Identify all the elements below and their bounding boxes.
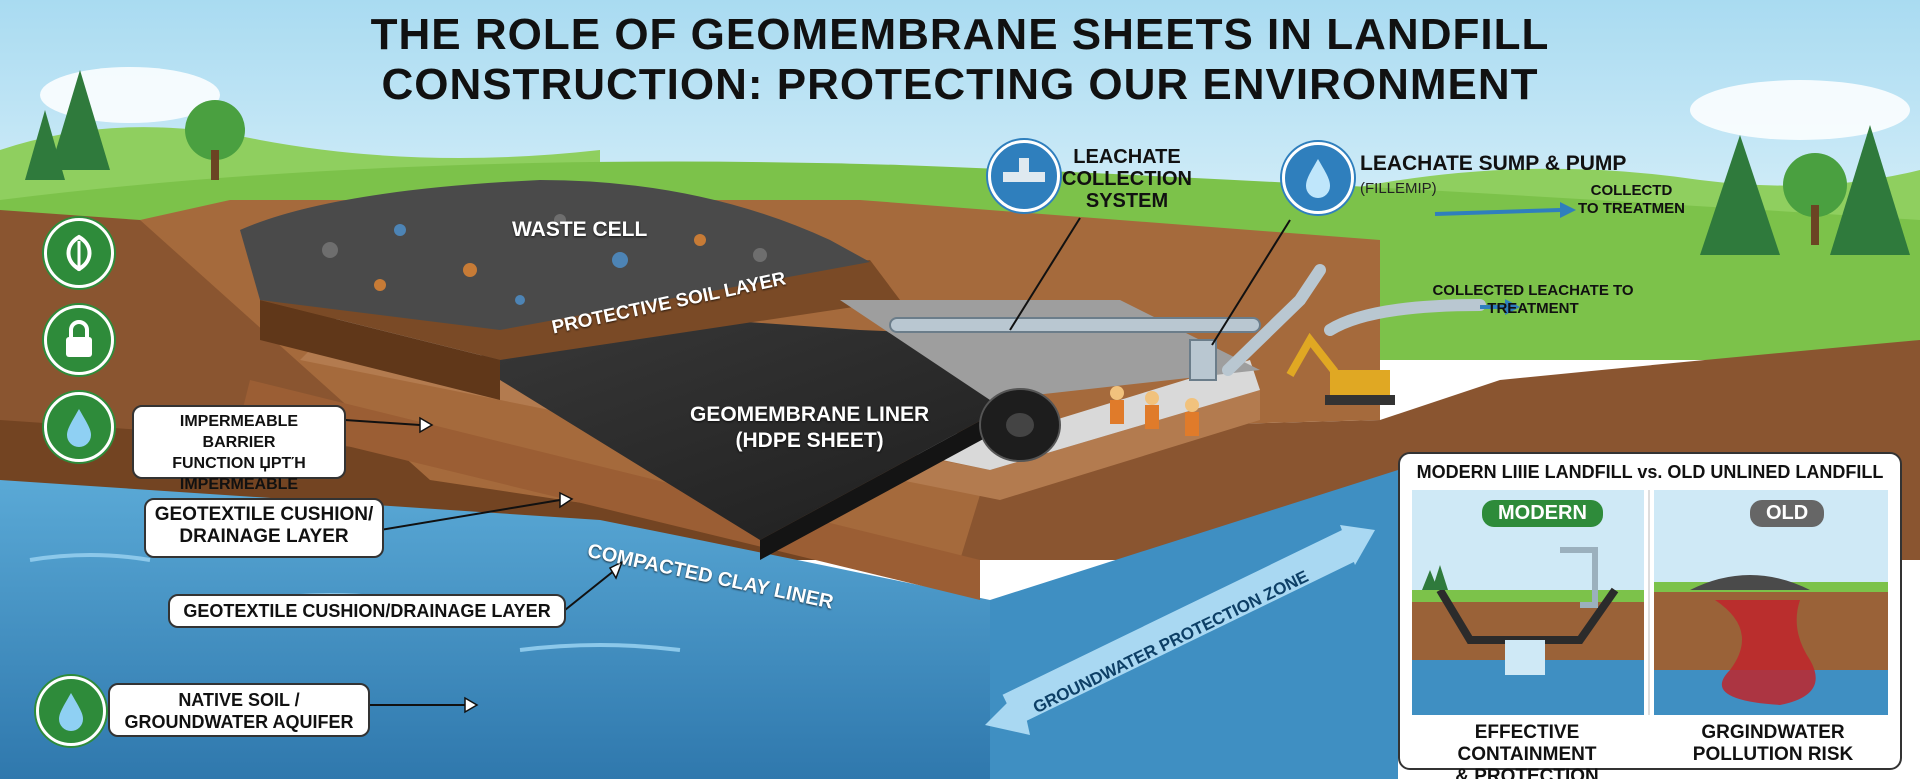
water-drop-icon [44,392,114,462]
flow-arrow-mid-head [1505,299,1520,315]
geotextile-callout-1: GEOTEXTILE CUSHION/ DRAINAGE LAYER [144,498,384,558]
collected-mid-line-1: COLLECTED LEACHATE TO [1432,282,1634,299]
cloud [1690,80,1910,140]
comparison-title: MODERN LIIIE LANDFILL vs. OLD UNLINED LA… [1416,462,1884,482]
old-badge: OLD [1750,500,1825,527]
modern-caption: EFFECTIVE CONTAINMENT & PROTECTION [1412,722,1642,779]
native-soil-callout: NATIVE SOIL / GROUNDWATER AQUIFER [108,683,370,737]
old-caption-line-2: POLLUTION RISK [1692,744,1854,765]
geomembrane-label-line-1: GEOMEMBRANE LINER [690,403,930,426]
modern-caption-line-2: & PROTECTION [1455,766,1599,779]
collected-top-line-1: COLLECTD [1590,182,1673,199]
pipe-icon [988,140,1060,212]
modern-badge: MODERN [1482,500,1603,527]
tree-left [25,70,245,180]
leachate-collection-line-3: SYSTEM [1085,190,1169,212]
water-drop-icon [36,676,106,746]
leachate-sump [1189,339,1217,381]
waste-cell-label: WASTE CELL [512,218,648,241]
collected-top-line-2: TO TREATMEN [1578,200,1685,217]
title-line-1: THE ROLE OF GEOMEMBRANE SHEETS IN LANDFI… [370,10,1550,59]
flow-arrow-top-head [1560,202,1576,218]
roll-core [1006,413,1034,437]
native-line-2: GROUNDWATER AQUIFER [124,712,354,732]
geomembrane-label: GEOMEMBRANE LINER (HDPE SHEET) [690,402,929,454]
leader-arrowheads [419,416,624,714]
waste-cell [240,180,870,330]
geotextile-1-line-2: DRAINAGE LAYER [179,526,349,547]
protective-soil-face [260,300,500,400]
impermeable-line-2: FUNCTION ЏΡΤΉ [172,455,306,472]
leader-lines [344,217,1291,706]
comparison-illustration [1412,490,1888,715]
collected-mid-line-2: TREATMENT [1487,300,1579,317]
impermeable-line-1: IMPERMEABLE BARRIER [179,413,299,451]
old-caption-line-1: GRGINDWATER [1701,722,1845,743]
workers [1110,386,1199,436]
water-drop-icon [1282,142,1354,214]
leachate-collection-pipe [889,317,1261,333]
compacted-clay-liner [240,380,980,600]
leachate-collection-line-2: COLLECTION [1062,168,1192,190]
modern-caption-line-1: EFFECTIVE CONTAINMENT [1457,722,1597,765]
riser-pipe [1222,264,1326,376]
groundwater-zone-arrow [985,525,1375,735]
page-title: THE ROLE OF GEOMEMBRANE SHEETS IN LANDFI… [0,10,1920,110]
geotextile-1-line-1: GEOTEXTILE CUSHION/ [154,504,374,525]
collected-mid-label: COLLECTED LEACHATE TO TREATMENT [1428,282,1638,318]
comparison-panel: MODERN LIIIE LANDFILL vs. OLD UNLINED LA… [1398,452,1902,779]
title-line-2: CONSTRUCTION: PROTECTING OUR ENVIRONMENT [381,60,1539,109]
discharge-pipe [1324,299,1486,336]
leachate-collection-label: LEACHATE COLLECTION SYSTEM [1062,146,1192,212]
native-line-1: NATIVE SOIL / [178,690,300,710]
sump-pump-label: LEACHATE SUMP & PUMP [1360,152,1627,175]
lock-icon [44,305,114,375]
leachate-collection-line-1: LEACHATE [1073,146,1181,168]
tree-right [1700,125,1910,255]
leaf-icon [44,218,114,288]
excavator [1286,332,1395,405]
flow-arrow-top [1434,208,1561,216]
geotextile-callout-2: GEOTEXTILE CUSHION/DRAINAGE LAYER [168,594,566,628]
waste-debris [322,214,767,305]
collected-top-label: COLLECTD TO TREATMEN [1578,182,1685,218]
geomembrane-label-line-2: (HDPE SHEET) [735,429,884,452]
geomembrane-sheet-edge [760,410,1000,560]
old-caption: GRGINDWATER POLLUTION RISK [1658,722,1888,766]
sump-pump-sublabel: (FILLEMIP) [1360,180,1437,197]
impermeable-barrier-callout: IMPERMEABLE BARRIER FUNCTION ЏΡΤΉ IMPERM… [132,405,346,514]
